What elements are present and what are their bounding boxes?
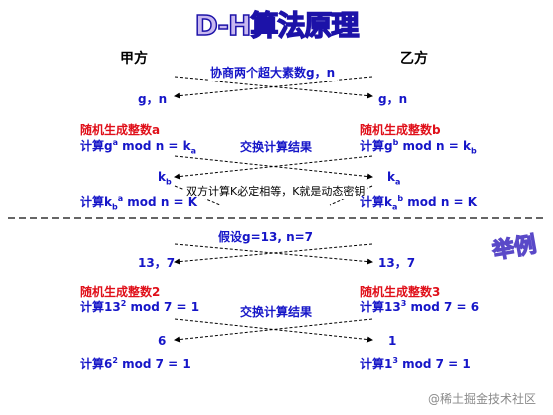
arrow-agree-rl	[174, 76, 373, 99]
example-left-final: 计算62 mod 7 = 1	[80, 356, 191, 371]
example-right-final: 计算13 mod 7 = 1	[360, 356, 471, 371]
right-calc: 计算gb mod n = kb	[360, 138, 477, 156]
assume-label: 假设g=13, n=7	[216, 228, 316, 245]
example-right-k: 1	[388, 334, 397, 348]
example-left-calc: 计算132 mod 7 = 1	[80, 299, 200, 314]
left-final: 计算kba mod n = K	[80, 194, 198, 212]
example-left-random: 随机生成整数2	[80, 285, 161, 299]
example-right-calc: 计算133 mod 7 = 6	[360, 299, 480, 314]
example-right-random: 随机生成整数3	[360, 285, 441, 299]
left-random-label: 随机生成整数a	[80, 123, 161, 137]
arrow-example-exchange-lr	[174, 318, 373, 343]
left-gn: g，n	[138, 92, 168, 106]
example-exchange-label: 交换计算结果	[238, 303, 315, 320]
left-k: kb	[158, 170, 172, 187]
party-right-label: 乙方	[400, 51, 428, 67]
exchange-label: 交换计算结果	[238, 138, 315, 155]
agree-label: 协商两个超大素数g，n	[208, 64, 338, 81]
arrow-note-tail-left	[174, 185, 221, 206]
arrow-assume-rl	[174, 243, 373, 265]
arrow-example-exchange-rl	[174, 318, 373, 343]
arrow-exchange-rl	[174, 155, 373, 180]
arrow-assume-lr	[174, 243, 373, 265]
watermark: @稀土掘金技术社区	[428, 392, 537, 406]
arrow-agree-lr	[174, 76, 373, 99]
example-left-k: 6	[158, 334, 167, 348]
example-right-gn: 13，7	[378, 256, 416, 270]
arrow-exchange-lr	[174, 155, 373, 180]
right-random-label: 随机生成整数b	[360, 123, 441, 137]
party-left-label: 甲方	[120, 51, 148, 67]
right-final: 计算kab mod n = K	[360, 194, 478, 212]
right-gn: g，n	[378, 92, 408, 106]
right-k: ka	[387, 170, 401, 187]
diagram-title: D-H算法原理	[194, 8, 360, 43]
note-text: 双方计算K必定相等，K就是动态密钥	[184, 183, 368, 199]
left-calc: 计算ga mod n = ka	[80, 138, 197, 156]
example-left-gn: 13，7	[138, 256, 176, 270]
